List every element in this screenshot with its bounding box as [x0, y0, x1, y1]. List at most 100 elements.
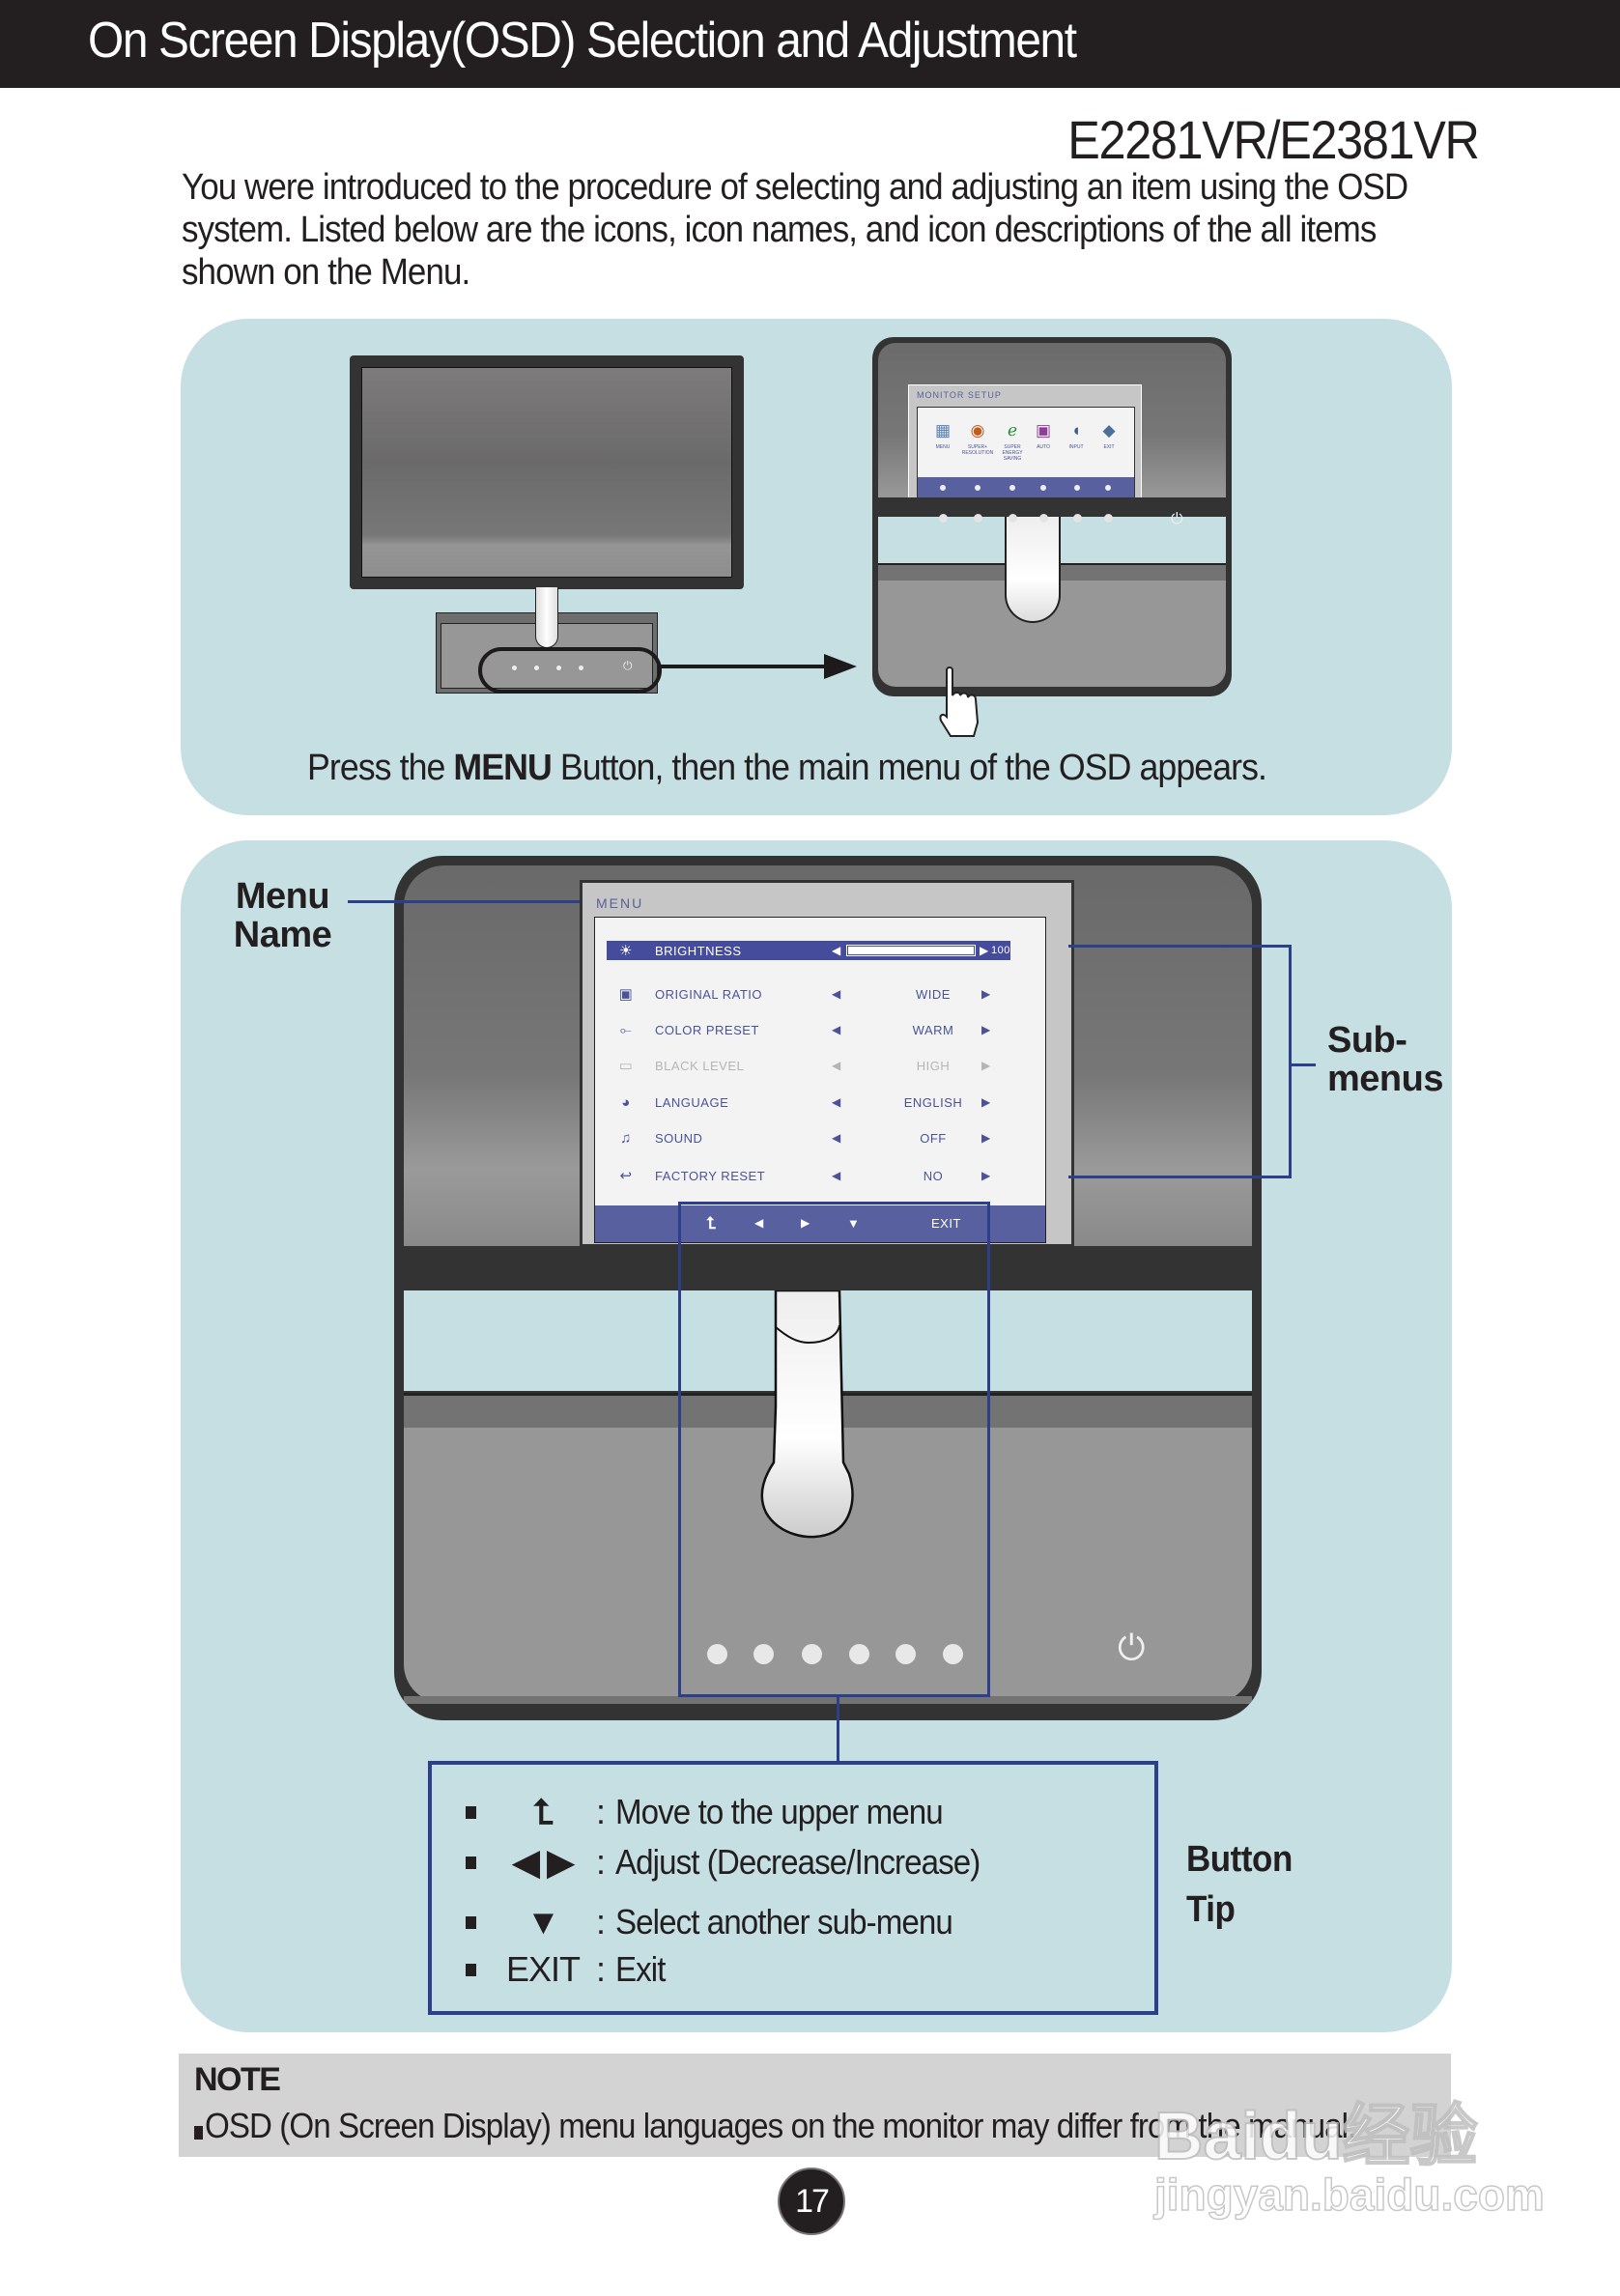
separator-colon: : — [596, 1902, 606, 1942]
watermark-url: jingyan.baidu.com — [1153, 2168, 1545, 2221]
menu-name-callout-line — [348, 900, 580, 903]
osd-row-color-preset[interactable]: ⟜COLOR PRESET◀▶WARM — [595, 1017, 1045, 1042]
eye-icon: ◉ — [970, 421, 985, 439]
right-button[interactable] — [802, 1644, 822, 1664]
note-title: NOTE — [194, 2061, 281, 2098]
mini-osd-item-label: SUPER ENERGY SAVING — [1002, 444, 1023, 462]
menu-button[interactable] — [939, 514, 948, 523]
power-icon: ⏻ — [623, 659, 633, 672]
monitor-screen — [361, 367, 732, 578]
button-tip-connector — [837, 1694, 839, 1762]
separator-colon: : — [596, 1792, 606, 1831]
mini-osd-footer — [918, 477, 1134, 498]
monitor-neck — [535, 587, 558, 648]
pointer-arrow-head — [824, 654, 857, 679]
increase-arrow-icon[interactable]: ▶ — [981, 1059, 991, 1072]
button-tip-description: Select another sub-menu — [615, 1902, 953, 1942]
osd-row-value: HIGH — [916, 1058, 951, 1073]
increase-arrow-icon[interactable]: ▶ — [981, 1169, 991, 1182]
pointer-arrow-line — [658, 665, 827, 668]
decrease-arrow-icon[interactable]: ◀ — [832, 1059, 841, 1072]
decrease-arrow-icon[interactable]: ◀ — [832, 1131, 841, 1145]
button-tip-description: Move to the upper menu — [615, 1792, 944, 1831]
left-button[interactable] — [753, 1644, 774, 1664]
osd-row-original-ratio[interactable]: ▣ORIGINAL RATIO◀▶WIDE — [595, 981, 1045, 1006]
bullet — [466, 1963, 476, 1976]
mini-osd-item-label: SUPER+ RESOLUTION — [961, 444, 994, 456]
down-button[interactable] — [849, 1644, 869, 1664]
osd-row-label: BLACK LEVEL — [655, 1058, 745, 1073]
note-text: OSD (On Screen Display) menu languages o… — [205, 2106, 1356, 2145]
osd-up-icon: ⮤ — [706, 1214, 717, 1233]
decrease-arrow-icon[interactable]: ◀ — [832, 1023, 841, 1036]
separator-colon: : — [596, 1949, 606, 1989]
auto-button[interactable] — [895, 1644, 916, 1664]
osd-row-value: NO — [923, 1168, 944, 1183]
input-plug-icon: ◖ — [1070, 421, 1082, 439]
osd-row-icon: ◕ — [621, 1093, 631, 1111]
osd-row-icon: ↩ — [619, 1168, 633, 1184]
osd-row-value: ENGLISH — [903, 1094, 963, 1110]
osd-row-language[interactable]: ◕LANGUAGE◀▶ENGLISH — [595, 1090, 1045, 1115]
power-button-icon[interactable]: ⏻ — [1118, 1628, 1146, 1667]
model-number: E2281VR/E2381VR — [1067, 109, 1481, 170]
down-arrow-icon: ▼ — [526, 1902, 561, 1942]
osd-row-label: ORIGINAL RATIO — [655, 986, 763, 1002]
osd-row-value: OFF — [920, 1130, 947, 1146]
decrease-arrow-icon[interactable]: ◀ — [832, 987, 841, 1001]
button-tip-description: Adjust (Decrease/Increase) — [615, 1842, 981, 1882]
upper-menu-icon: ⮤ — [532, 1791, 554, 1831]
intro-paragraph: You were introduced to the procedure of … — [182, 167, 1408, 293]
brightness-slider-fill — [848, 947, 974, 954]
osd-row-factory-reset[interactable]: ↩ FACTORY RESET ◀ ▶ NO — [595, 1163, 1045, 1188]
brightness-value: 100 — [991, 945, 1010, 956]
decrease-arrow-icon[interactable]: ◀ — [832, 1095, 841, 1109]
exit-label: EXIT — [505, 1949, 581, 1989]
osd-row-label: FACTORY RESET — [655, 1168, 766, 1183]
monitor-front-illustration — [350, 355, 744, 589]
mini-osd-item-label: INPUT — [1068, 444, 1084, 450]
separator-colon: : — [596, 1842, 606, 1882]
bullet — [466, 1856, 476, 1869]
increase-arrow-icon[interactable]: ▶ — [981, 987, 991, 1001]
page-header-bar — [0, 0, 1620, 88]
osd-exit-label: EXIT — [931, 1216, 961, 1231]
page-number: 17 — [778, 2168, 845, 2235]
submenus-bracket — [1068, 945, 1292, 1178]
exit-button[interactable] — [943, 1644, 963, 1664]
osd-row-icon: ▭ — [618, 1058, 634, 1074]
bullet — [466, 1915, 476, 1929]
note-box — [179, 2054, 1451, 2157]
submenus-bracket-tick — [1292, 1063, 1316, 1066]
decrease-arrow-icon[interactable]: ◀ — [832, 944, 841, 957]
osd-window: MENU ☀BRIGHTNESS◀▶100▣ORIGINAL RATIO◀▶WI… — [580, 880, 1074, 1247]
pointing-hand-icon — [939, 666, 987, 747]
osd-row-brightness[interactable]: ☀BRIGHTNESS◀▶100 — [607, 941, 1010, 960]
increase-arrow-icon[interactable]: ▶ — [981, 1095, 991, 1109]
button-strip-highlight: ⏻ — [478, 647, 662, 694]
decrease-arrow-icon[interactable]: ◀ — [832, 1169, 841, 1182]
osd-row-icon: ⟜ — [619, 1021, 633, 1038]
mini-osd-item-label: MENU — [935, 444, 951, 450]
osd-row-value: WARM — [912, 1022, 954, 1037]
power-icon: ⏻ — [1171, 511, 1183, 527]
osd-row-icon: ▣ — [618, 986, 634, 1003]
button-tip-description: Exit — [615, 1949, 666, 1989]
mini-osd-item-label: AUTO — [1037, 444, 1050, 450]
osd-row-label: SOUND — [655, 1130, 703, 1146]
page-title: On Screen Display(OSD) Selection and Adj… — [88, 13, 1077, 69]
stand-neck — [1005, 517, 1061, 623]
osd-row-sound[interactable]: ♫SOUND◀▶OFF — [595, 1125, 1045, 1150]
menu-button[interactable] — [707, 1644, 727, 1664]
mini-osd-title: MONITOR SETUP — [917, 390, 1002, 400]
osd-row-black-level[interactable]: ▭ BLACK LEVEL ◀ ▶ HIGH — [595, 1053, 1045, 1078]
increase-arrow-icon[interactable]: ▶ — [981, 1131, 991, 1145]
increase-arrow-icon[interactable]: ▶ — [981, 1023, 991, 1036]
mini-osd-item-label: EXIT — [1103, 444, 1115, 450]
exit-arrow-icon: ◆ — [1102, 421, 1116, 439]
increase-arrow-icon[interactable]: ▶ — [980, 944, 989, 957]
brightness-slider[interactable] — [846, 945, 976, 956]
